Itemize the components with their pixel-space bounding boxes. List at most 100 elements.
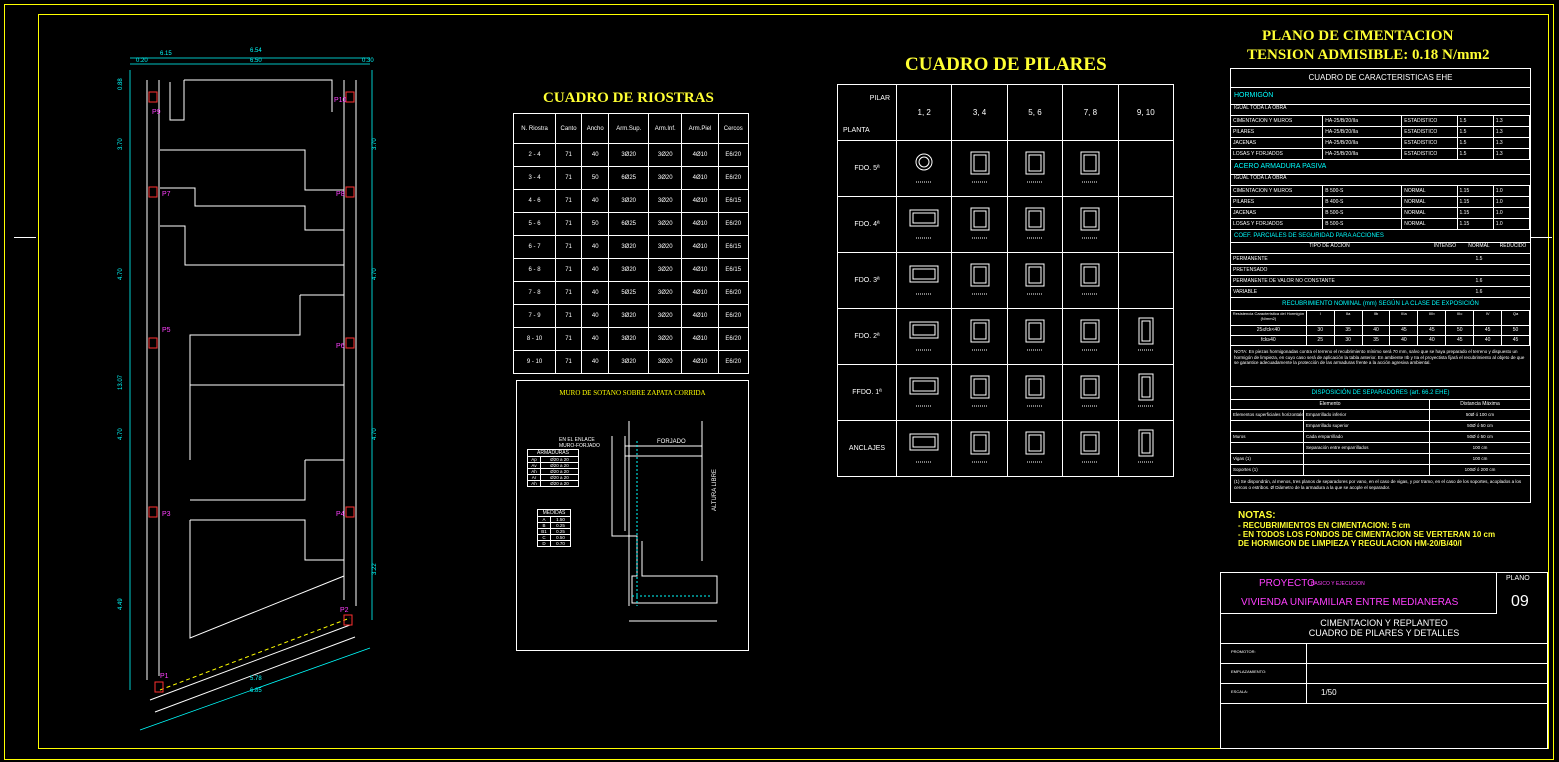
- svg-text:P8: P8: [336, 191, 345, 198]
- promotor-label: PROMOTOR:: [1231, 649, 1256, 654]
- title-block: PROYECTO BASICO Y EJECUCION VIVIENDA UNI…: [1220, 572, 1548, 749]
- rect-section-icon: [1080, 263, 1100, 294]
- recub-head-cell: IIIc: [1446, 311, 1475, 325]
- medidas-title: MEDIDAS: [537, 509, 571, 517]
- recub-head-cell: IIIa: [1390, 311, 1419, 325]
- pilar-section-cell: [895, 196, 953, 253]
- rect-section-icon: [1137, 373, 1154, 406]
- armadura-key: Ap: [528, 457, 541, 462]
- riostras-cell: 50: [580, 166, 610, 190]
- recub-cell: 25≤fck<40: [1231, 326, 1307, 335]
- riostras-cell: 3Ø20: [647, 258, 683, 282]
- proyecto-label: PROYECTO: [1259, 578, 1315, 589]
- recub-head-cell: Qa: [1502, 311, 1530, 325]
- ehe-cell: 1.15: [1458, 186, 1494, 196]
- pilares-col: 5, 6: [1006, 84, 1064, 141]
- emplazamiento-row: EMPLAZAMIENTO:: [1221, 663, 1547, 684]
- muro-title: MURO DE SOTANO SOBRE ZAPATA CORRIDA: [559, 389, 706, 397]
- svg-text:P3: P3: [162, 511, 171, 518]
- riostras-cell: 3Ø20: [647, 212, 683, 236]
- recub-cell: 40: [1390, 336, 1419, 345]
- rect-section-icon: [1080, 431, 1100, 462]
- svg-text:6.54: 6.54: [250, 48, 262, 54]
- ehe-cell: 1.0: [1494, 197, 1530, 207]
- ehe-cell: 1.5: [1458, 138, 1494, 148]
- armadura-val: Ø20 a 20: [550, 475, 569, 480]
- svg-text:6.85: 6.85: [250, 688, 262, 694]
- recub-cell: 35: [1363, 336, 1391, 345]
- rect-section-icon: [1025, 319, 1045, 350]
- svg-text:P7: P7: [162, 191, 171, 198]
- ehe-cell: B 500-S: [1323, 208, 1403, 218]
- ehe-cell: 1.5: [1458, 116, 1494, 126]
- riostras-cell: 3Ø20: [608, 235, 649, 259]
- recub-cell: 30: [1307, 326, 1335, 335]
- recub-cell: 45: [1446, 336, 1475, 345]
- muro-detail: MURO DE SOTANO SOBRE ZAPATA CORRIDA EN E…: [516, 380, 749, 651]
- separ-dist: 100 cm: [1472, 445, 1488, 450]
- pilar-section-cell: [951, 364, 1008, 421]
- recub-cell: 50: [1502, 326, 1530, 335]
- muro-forjado: FORJADO: [657, 439, 686, 445]
- ehe-cell: LOSAS Y FORJADOS: [1231, 219, 1324, 229]
- rect-section-icon: [970, 375, 990, 406]
- pilar-section-cell: [1062, 252, 1119, 309]
- pilares-row: FDO. 3ª: [837, 252, 1175, 309]
- ehe-cell: 1.3: [1494, 116, 1530, 126]
- ehe-title: CUADRO DE CARACTERISTICAS EHE: [1231, 69, 1530, 88]
- separ-sub: Emparrillado inferior: [1304, 410, 1430, 420]
- accion-name: VARIABLE: [1233, 289, 1258, 295]
- svg-text:3.22: 3.22: [372, 563, 378, 575]
- riostras-cell: 6 - 8: [512, 258, 557, 282]
- riostras-header: Ancho: [580, 113, 610, 144]
- desc-box: CIMENTACION Y REPLANTEO CUADRO DE PILARE…: [1221, 613, 1547, 644]
- ehe-cell: HA-25/B/20/IIa: [1323, 149, 1403, 159]
- pilares-row-label: FDO. 3ª: [837, 252, 897, 309]
- svg-text:4.70: 4.70: [372, 428, 378, 440]
- svg-text:0.30: 0.30: [362, 58, 374, 64]
- plano-num: 09: [1511, 593, 1529, 610]
- separ-dist: 100 cm: [1472, 456, 1488, 461]
- medida-val: 0.25: [556, 529, 565, 534]
- notas: NOTAS: - RECUBRIMIENTOS EN CIMENTACION: …: [1238, 510, 1495, 548]
- accion-row: PRETENSADO: [1231, 265, 1530, 276]
- pilar-section-cell: [951, 140, 1008, 197]
- riostras-cell: 3Ø20: [647, 281, 683, 305]
- pilar-section-cell: [1006, 420, 1064, 477]
- separ-row: Vigas (1)100 cm: [1231, 454, 1530, 465]
- svg-text:3.70: 3.70: [118, 138, 124, 150]
- pilar-section-cell: [951, 252, 1008, 309]
- ehe-cell: B 500-S: [1323, 219, 1403, 229]
- riostras-cell: 3Ø20: [647, 143, 683, 167]
- proyecto-sub: BASICO Y EJECUCION: [1311, 581, 1365, 587]
- rect-section-icon: [1025, 263, 1045, 294]
- riostras-cell: 8 - 10: [512, 327, 557, 351]
- svg-text:P2: P2: [340, 607, 349, 614]
- svg-text:5.78: 5.78: [250, 676, 262, 682]
- rect-section-icon: [970, 263, 990, 294]
- rect-section-icon: [909, 377, 939, 406]
- svg-text:4.70: 4.70: [372, 268, 378, 280]
- rect-section-icon: [909, 321, 939, 350]
- pilares-col: 7, 8: [1062, 84, 1119, 141]
- riostras-cell: 4Ø10: [681, 281, 719, 305]
- pilar-section-cell: [1062, 140, 1119, 197]
- proyecto-box: PROYECTO BASICO Y EJECUCION VIVIENDA UNI…: [1221, 573, 1497, 614]
- accion-val: 1.5: [1475, 256, 1483, 262]
- riostras-cell: 40: [580, 281, 610, 305]
- riostras-cell: 71: [555, 327, 582, 351]
- armadura-key: Ah: [528, 481, 541, 486]
- riostras-cell: 5Ø25: [608, 281, 649, 305]
- ehe-cell: ESTADISTICO: [1402, 149, 1458, 159]
- pilares-col: 9, 10: [1117, 84, 1175, 141]
